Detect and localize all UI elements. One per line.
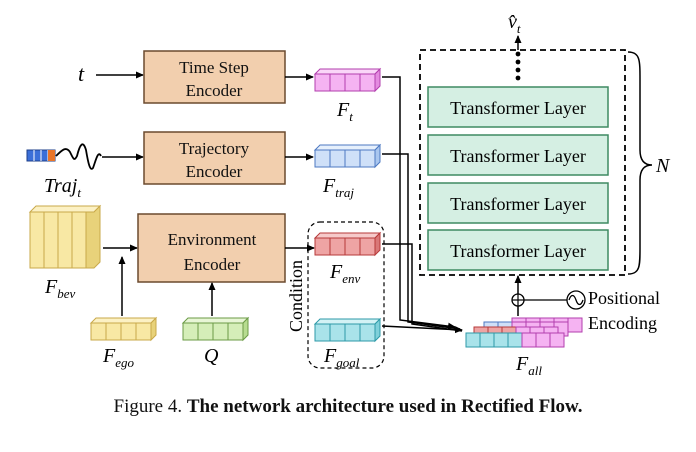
transformer-layer-1-label: Transformer Layer	[450, 98, 586, 118]
f-ego-block	[89, 316, 158, 342]
q-block	[181, 316, 250, 342]
traj-label: Trajt	[44, 175, 81, 200]
f-all-block	[465, 317, 583, 348]
transformer-layer-3-label: Transformer Layer	[450, 194, 586, 214]
condition-group	[307, 221, 385, 369]
trajectory-encoder-line2: Encoder	[186, 162, 243, 181]
connector-ftraj-to-fall	[382, 153, 461, 330]
transformer-layer-2-label: Transformer Layer	[450, 146, 586, 166]
noisy-trajectory-icon	[26, 143, 102, 170]
connector-ft-to-fall	[382, 76, 456, 330]
sine-wave-icon	[566, 290, 586, 310]
q-label: Q	[204, 345, 219, 367]
continuation-dots	[515, 51, 521, 81]
trajectory-encoder: Trajectory Encoder	[143, 131, 286, 185]
positional-encoding-line2: Encoding	[588, 313, 657, 333]
f-bev-label: Fbev	[44, 276, 75, 301]
environment-encoder-line2: Encoder	[184, 255, 241, 274]
transformer-stack	[419, 49, 626, 276]
connector-fenv-to-fall	[382, 243, 463, 332]
output-label: v̂t	[508, 11, 521, 36]
f-traj-label: Ftraj	[322, 175, 354, 200]
transformer-layer-1: Transformer Layer	[427, 86, 609, 128]
f-goal-label: Fgoal	[323, 345, 360, 370]
caption-title: The network architecture used in Rectifi…	[186, 396, 583, 417]
architecture-diagram: t Time Step Encoder Trajt Trajectory Enc…	[26, 11, 671, 378]
f-traj-block	[313, 143, 382, 169]
f-ego-label: Fego	[102, 345, 134, 370]
repeat-n-label: N	[655, 155, 671, 177]
figure-caption: Figure 4. The network architecture used …	[0, 396, 696, 418]
transformer-layer-4: Transformer Layer	[427, 229, 609, 271]
time-step-encoder: Time Step Encoder	[143, 50, 286, 104]
f-goal-block	[313, 317, 382, 343]
f-t-block	[313, 67, 382, 93]
input-t-label: t	[78, 61, 85, 86]
add-icon	[511, 293, 525, 307]
transformer-layer-3: Transformer Layer	[427, 182, 609, 224]
environment-encoder: Environment Encoder	[137, 213, 286, 283]
transformer-layer-4-label: Transformer Layer	[450, 241, 586, 261]
transformer-layer-2: Transformer Layer	[427, 134, 609, 176]
f-env-block	[313, 231, 382, 257]
f-env-label: Fenv	[329, 261, 360, 286]
time-step-encoder-line2: Encoder	[186, 81, 243, 100]
f-bev-stack	[28, 204, 102, 269]
condition-label: Condition	[286, 260, 306, 332]
environment-encoder-line1: Environment	[168, 230, 257, 249]
f-t-label: Ft	[336, 99, 353, 124]
repeat-brace	[627, 51, 653, 275]
positional-encoding-line1: Positional	[588, 288, 660, 308]
time-step-encoder-line1: Time Step	[179, 58, 249, 77]
connector-fgoal-to-fall	[381, 325, 463, 334]
caption-prefix: Figure 4.	[113, 396, 183, 417]
f-all-label: Fall	[515, 353, 542, 378]
trajectory-encoder-line1: Trajectory	[179, 139, 250, 158]
